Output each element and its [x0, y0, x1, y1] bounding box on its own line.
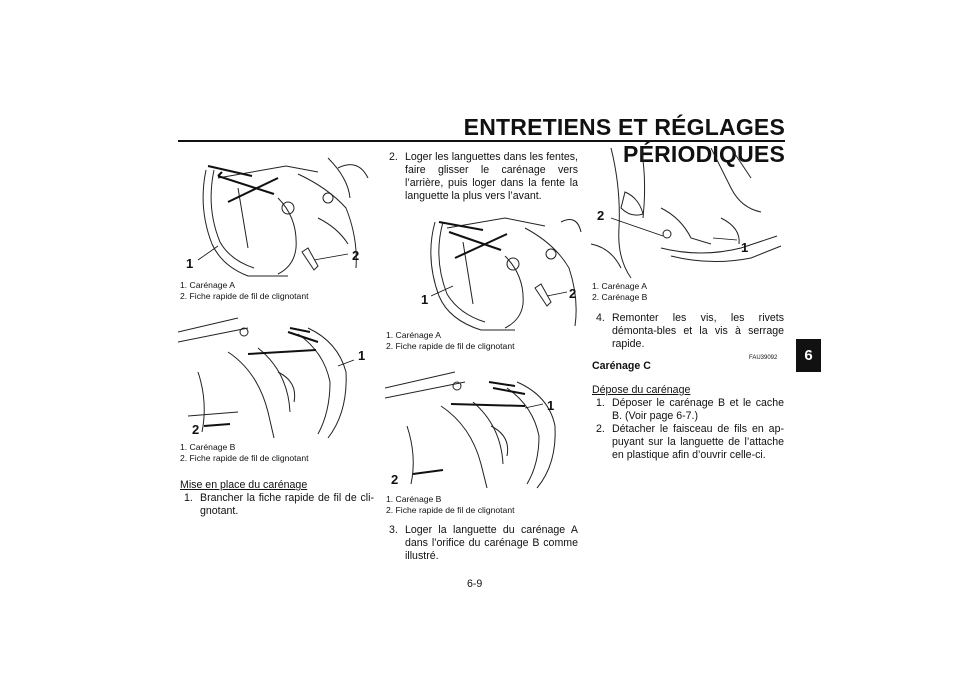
figure-3-caption: 1. Carénage A 2. Fiche rapide de fil de … — [386, 330, 515, 352]
figure-2-illustration: 1 2 — [178, 317, 365, 439]
figure-1-callout-1: 1 — [186, 256, 193, 271]
caption-line: 1. Carénage B — [180, 442, 236, 452]
figure-2-callout-2: 2 — [192, 422, 199, 437]
figure-5-callout-1: 1 — [741, 240, 748, 255]
figure-5-caption: 1. Carénage A 2. Carénage B — [592, 281, 647, 303]
caption-line: 2. Fiche rapide de fil de clignotant — [180, 453, 309, 463]
caption-line: 2. Fiche rapide de fil de clignotant — [180, 291, 309, 301]
page-header: ENTRETIENS ET RÉGLAGES PÉRIODIQUES — [0, 0, 960, 167]
figure-1-callout-2: 2 — [352, 248, 359, 263]
step-text: Remonter les vis, les rivets démonta-ble… — [612, 312, 784, 350]
page-number: 6-9 — [467, 578, 483, 590]
step-number: 2. — [596, 423, 605, 435]
header-rule — [178, 140, 785, 142]
step-number: 1. — [596, 397, 605, 409]
figure-4-callout-2: 2 — [391, 472, 398, 487]
step-text: Détacher le faisceau de fils en ap-puyan… — [612, 423, 784, 461]
step-text: Déposer le carénage B et le cache B. (Vo… — [612, 397, 784, 422]
step-number: 4. — [596, 312, 605, 324]
caption-line: 2. Fiche rapide de fil de clignotant — [386, 505, 515, 515]
step-text: Loger les languettes dans les fentes, fa… — [405, 151, 578, 202]
step-number: 1. — [184, 492, 193, 504]
step-number: 2. — [389, 151, 398, 163]
figure-4-caption: 1. Carénage B 2. Fiche rapide de fil de … — [386, 494, 515, 516]
figure-1-caption: 1. Carénage A 2. Fiche rapide de fil de … — [180, 280, 309, 302]
step-item: 2. Loger les languettes dans les fentes,… — [389, 151, 580, 203]
figure-3-callout-2: 2 — [569, 286, 576, 301]
step-item: 3. Loger la languette du carénage A dans… — [389, 524, 580, 562]
figure-5-callout-2: 2 — [597, 208, 604, 223]
section-title: Carénage C — [592, 360, 651, 372]
caption-line: 2. Fiche rapide de fil de clignotant — [386, 341, 515, 351]
caption-line: 1. Carénage A — [592, 281, 647, 291]
caption-line: 1. Carénage B — [386, 494, 442, 504]
step-item: 4. Remonter les vis, les rivets démonta-… — [596, 312, 786, 350]
step-item: 2. Détacher le faisceau de fils en ap-pu… — [596, 423, 786, 465]
figure-2-callout-1: 1 — [358, 348, 365, 363]
section-subheading: Dépose du carénage — [592, 384, 691, 396]
figure-3-callout-1: 1 — [421, 292, 428, 307]
figure-2-caption: 1. Carénage B 2. Fiche rapide de fil de … — [180, 442, 309, 464]
figure-4-illustration: 1 2 — [385, 371, 556, 489]
step-item: 1. Déposer le carénage B et le cache B. … — [596, 397, 786, 425]
page-title: ENTRETIENS ET RÉGLAGES PÉRIODIQUES — [463, 114, 785, 167]
step-text: Brancher la fiche rapide de fil de cli-g… — [200, 492, 374, 517]
reference-code: FAU39092 — [749, 355, 778, 361]
figure-1-illustration: 1 2 — [186, 157, 369, 277]
figure-5-illustration: 2 1 — [591, 148, 782, 279]
step-text: Loger la languette du carénage A dans l’… — [405, 524, 578, 562]
caption-line: 1. Carénage A — [386, 330, 441, 340]
figure-4-callout-1: 1 — [547, 398, 554, 413]
step-number: 3. — [389, 524, 398, 536]
caption-line: 1. Carénage A — [180, 280, 235, 290]
section-heading-installation: Mise en place du carénage — [180, 479, 308, 491]
caption-line: 2. Carénage B — [592, 292, 648, 302]
chapter-tab: 6 — [796, 339, 821, 372]
figure-3-illustration: 1 2 — [421, 217, 582, 331]
